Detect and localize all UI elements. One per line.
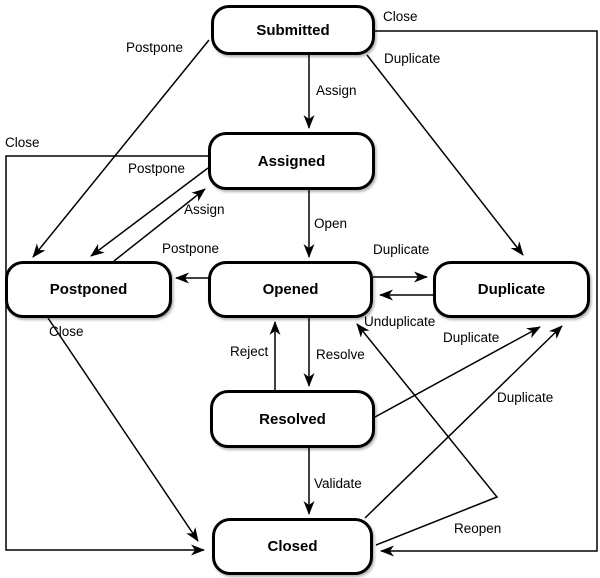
transition-arrow-assigned-close: [5, 155, 208, 556]
transition-label-assigned-open: Open: [314, 216, 348, 231]
transition-label-submitted-close: Close: [383, 9, 418, 24]
state-node-label: Assigned: [257, 152, 326, 170]
transition-label-postponed-assign: Assign: [184, 202, 225, 217]
transition-arrow-postponed-assign: [113, 188, 206, 262]
state-node-label: Duplicate: [477, 281, 546, 298]
state-node-label: Closed: [267, 538, 318, 555]
transition-arrow-closed-reopen: [356, 323, 499, 546]
transition-label-opened-resolve: Resolve: [316, 347, 365, 362]
transition-arrow-submitted-duplicate: [366, 54, 524, 256]
transition-label-assigned-postpone: Postpone: [128, 161, 186, 176]
transition-label-duplicate-unduplicate: Unduplicate: [364, 314, 436, 329]
transition-label-submitted-postpone: Postpone: [126, 40, 184, 55]
state-node-label: Opened: [262, 281, 319, 298]
transition-arrow-submitted-close: [375, 30, 598, 557]
transition-label-opened-postpone: Postpone: [162, 241, 220, 256]
state-node-duplicate: Duplicate: [433, 261, 590, 318]
state-node-label: Resolved: [259, 410, 326, 428]
transition-label-closed-reopen: Reopen: [454, 521, 502, 536]
transition-label-postponed-close: Close: [49, 324, 84, 339]
transition-arrow-resolved-duplicate: [374, 326, 541, 418]
transition-label-submitted-assign: Assign: [316, 83, 357, 98]
transition-arrow-postponed-close: [47, 317, 199, 542]
state-node-submitted: Submitted: [211, 5, 375, 55]
transition-arrow-closed-duplicate: [364, 325, 563, 519]
state-node-resolved: Resolved: [210, 390, 375, 448]
state-node-assigned: Assigned: [208, 132, 375, 190]
state-node-postponed: Postponed: [5, 261, 172, 318]
transition-label-resolved-validate: Validate: [314, 476, 362, 491]
state-node-label: Postponed: [49, 281, 128, 298]
transition-label-resolved-duplicate: Duplicate: [443, 330, 500, 345]
transition-label-opened-duplicate: Duplicate: [373, 242, 430, 257]
state-node-label: Submitted: [256, 21, 330, 39]
transition-label-closed-duplicate: Duplicate: [497, 390, 554, 405]
transition-arrow-submitted-postpone: [32, 39, 210, 258]
transition-label-assigned-close: Close: [5, 135, 40, 150]
transition-arrow-assigned-postpone: [90, 167, 209, 257]
state-node-closed: Closed: [212, 518, 373, 575]
transition-label-resolved-reject: Reject: [230, 344, 269, 359]
state-node-opened: Opened: [208, 261, 373, 318]
transition-label-submitted-duplicate: Duplicate: [384, 51, 441, 66]
